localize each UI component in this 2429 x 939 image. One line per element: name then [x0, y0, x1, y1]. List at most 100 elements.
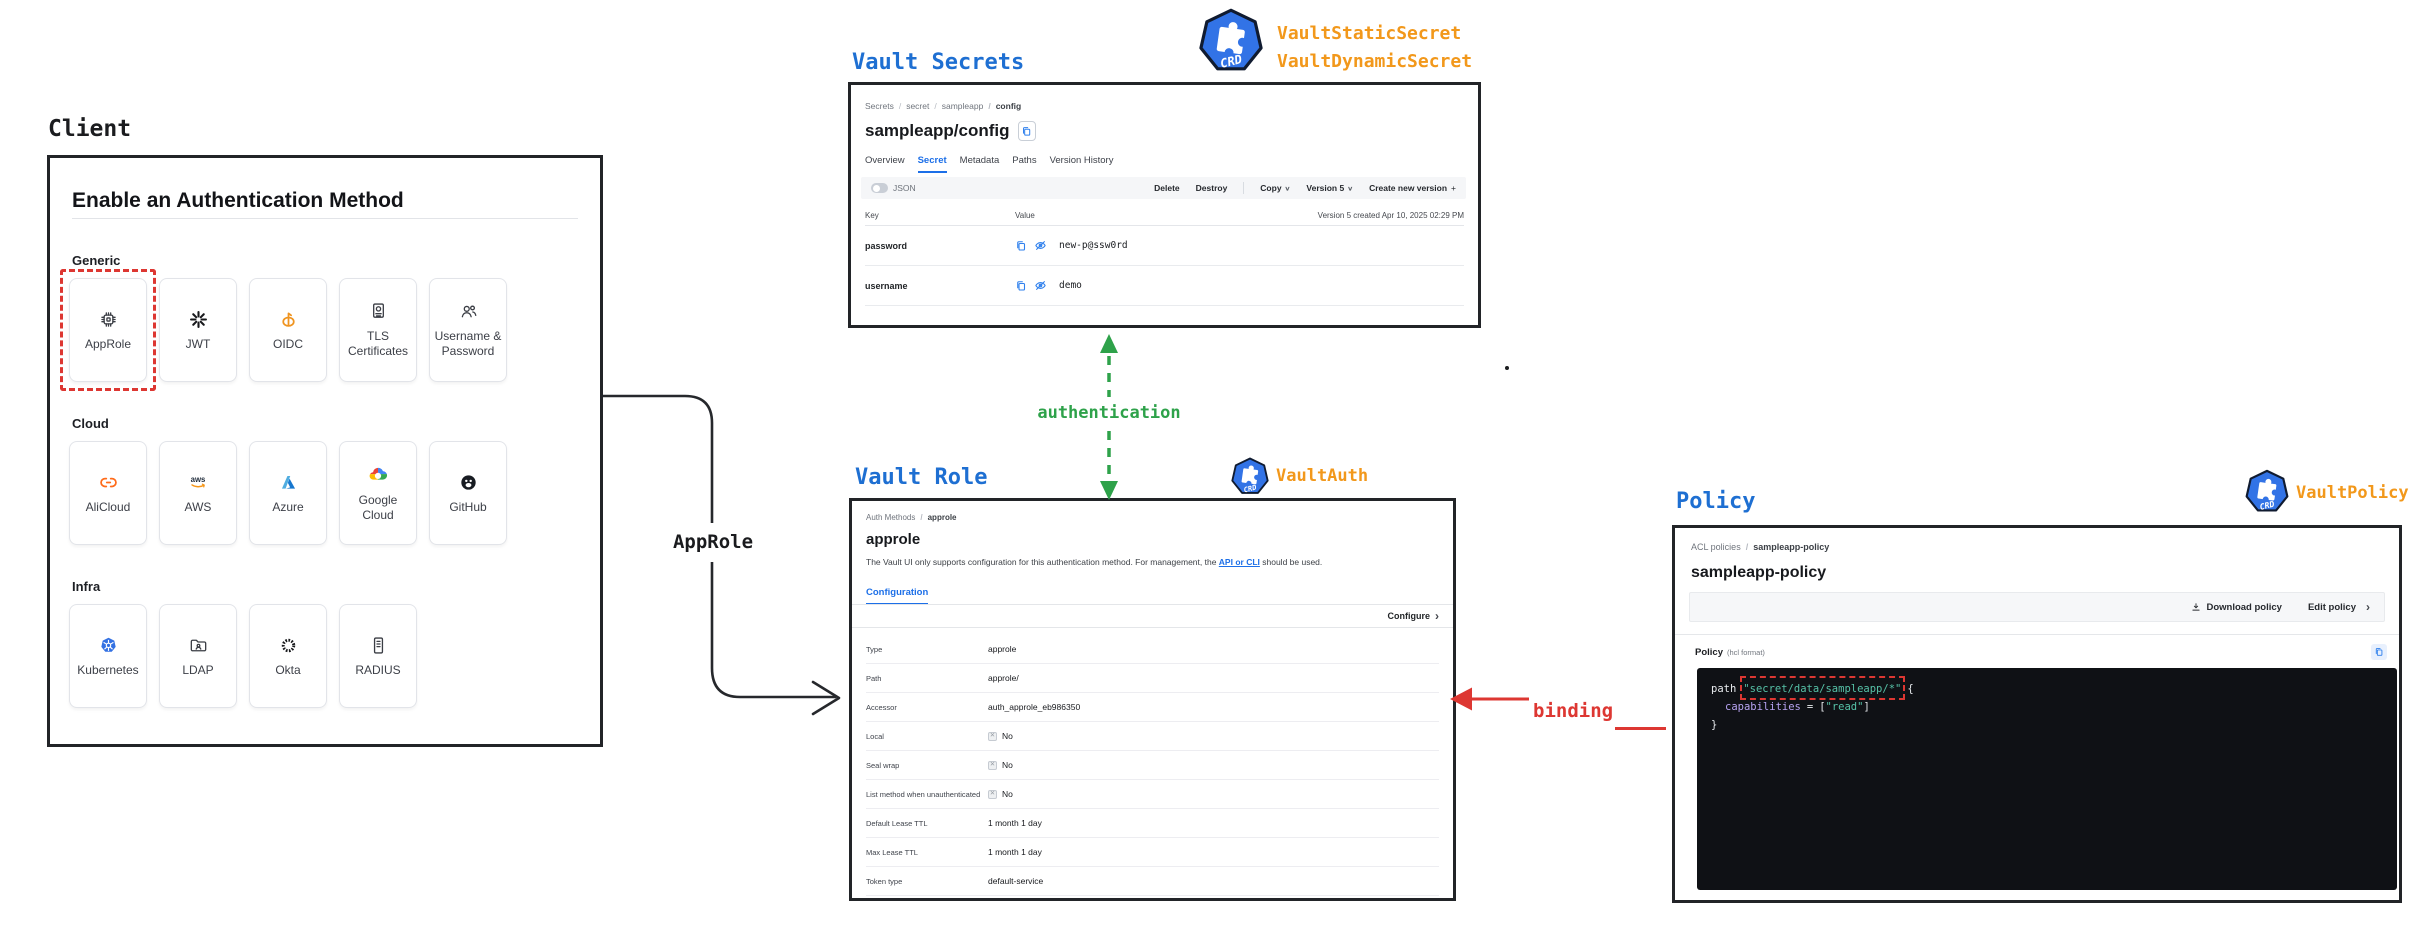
binding-arrow-label: binding [1533, 700, 1614, 722]
delete-button[interactable]: Delete [1154, 183, 1180, 193]
copy-path-button[interactable] [1017, 121, 1036, 141]
code-line: capabilities=["read"] [1725, 701, 1870, 713]
svg-text:CRD: CRD [1219, 52, 1244, 71]
tile-jwt[interactable]: JWT [159, 278, 237, 382]
copy-value-icon[interactable] [1015, 240, 1027, 252]
vault-policy-label: VaultPolicy [2296, 483, 2409, 503]
oidc-icon [281, 312, 295, 327]
code-line: } [1711, 719, 1718, 731]
json-toggle[interactable] [871, 183, 888, 193]
tls-certificate-icon [372, 303, 384, 318]
chevron-down-icon: ∨ [1347, 185, 1354, 192]
secrets-tabs: Overview Secret Metadata Paths Version H… [865, 155, 1113, 173]
tile-kubernetes[interactable]: Kubernetes [69, 604, 147, 708]
client-panel: Enable an Authentication Method Generic … [47, 155, 603, 747]
vault-auth-label: VaultAuth [1276, 466, 1369, 486]
tile-tls-certificates[interactable]: TLS Certificates [339, 278, 417, 382]
role-title: approle [866, 531, 921, 548]
policy-code-block: path"secret/data/sampleapp/*"{ capabilit… [1697, 668, 2397, 890]
vault-dynamic-secret-label: VaultDynamicSecret [1277, 51, 1473, 72]
breadcrumb-item[interactable]: Secrets [865, 101, 894, 111]
tile-ldap[interactable]: LDAP [159, 604, 237, 708]
authentication-arrow-label: authentication [1037, 403, 1181, 423]
edit-policy-button[interactable]: Edit policy › [2307, 600, 2370, 614]
tab-version-history[interactable]: Version History [1049, 155, 1114, 166]
json-toggle-label: JSON [893, 183, 916, 193]
breadcrumb-item[interactable]: ACL policies [1691, 542, 1741, 552]
crd-heptagon-icon: CRD [2245, 469, 2289, 512]
tile-aws[interactable]: aws AWS [159, 441, 237, 545]
api-or-cli-link[interactable]: API or CLI [1218, 557, 1260, 567]
cloud-tiles: AliCloud aws AWS Azure Google Cloud GitH… [69, 441, 600, 545]
kubernetes-icon [100, 637, 116, 652]
tile-label: AWS [184, 500, 212, 514]
tile-label: LDAP [182, 662, 214, 677]
tab-metadata[interactable]: Metadata [959, 155, 1000, 166]
tile-oidc[interactable]: OIDC [249, 278, 327, 382]
crd-badge-secrets: CRD [1197, 6, 1265, 79]
secrets-table-header: Key Value Version 5 created Apr 10, 2025… [865, 211, 1464, 226]
crd-badge-policy: CRD [2244, 468, 2290, 519]
copy-value-icon[interactable] [1015, 280, 1027, 292]
configure-link[interactable]: Configure [1387, 611, 1431, 621]
tile-label: Okta [275, 662, 301, 677]
copy-icon [2375, 648, 2383, 656]
destroy-button[interactable]: Destroy [1195, 183, 1228, 193]
vault-static-secret-label: VaultStaticSecret [1277, 23, 1462, 44]
svg-text:CRD: CRD [2259, 499, 2276, 512]
secret-key: username [865, 280, 908, 291]
copy-policy-button[interactable] [2371, 644, 2387, 660]
unchecked-icon [988, 789, 997, 799]
hide-value-icon[interactable] [1034, 279, 1047, 292]
tile-okta[interactable]: Okta [249, 604, 327, 708]
toolbar-divider [1243, 182, 1245, 194]
tile-label: RADIUS [355, 662, 401, 677]
auth-method-heading: Enable an Authentication Method [72, 190, 578, 219]
secret-value: demo [1059, 280, 1082, 291]
tile-approle[interactable]: AppRole [69, 278, 147, 382]
tab-secret[interactable]: Secret [917, 155, 947, 173]
tile-github[interactable]: GitHub [429, 441, 507, 545]
create-new-version-button[interactable]: Create new version [1369, 183, 1456, 193]
radius-server-icon [373, 636, 383, 654]
approle-chip-icon [100, 311, 116, 327]
svg-text:CRD: CRD [1243, 482, 1258, 494]
key-column-header: Key [865, 211, 879, 220]
secrets-table: password new-p@ssw0rd username demo [865, 226, 1464, 306]
section-label-generic: Generic [72, 253, 121, 268]
approle-highlight: AppRole [60, 269, 156, 391]
tile-label: Username & Password [434, 329, 502, 358]
users-icon [461, 305, 476, 318]
hcl-format-label: (hcl format) [1727, 647, 1765, 657]
breadcrumb-item[interactable]: sampleapp [929, 101, 984, 111]
stray-dot [1505, 366, 1509, 370]
client-diagram-label: Client [48, 116, 132, 142]
tab-overview[interactable]: Overview [865, 155, 905, 166]
policy-diagram-label: Policy [1676, 489, 1756, 514]
section-label-cloud: Cloud [72, 416, 109, 431]
infra-tiles: Kubernetes LDAP Okta RADIUS [69, 604, 600, 708]
azure-icon [281, 475, 295, 489]
download-policy-button[interactable]: Download policy [2191, 602, 2282, 613]
generic-tiles: AppRole JWT OIDC TLS Certificates Userna… [60, 269, 600, 391]
role-description: The Vault UI only supports configuration… [866, 557, 1323, 567]
tile-userpass[interactable]: Username & Password [429, 278, 507, 382]
tile-azure[interactable]: Azure [249, 441, 327, 545]
tab-paths[interactable]: Paths [1012, 155, 1037, 166]
copy-dropdown[interactable]: Copy∨ [1260, 183, 1291, 193]
policy-breadcrumb: ACL policies sampleapp-policy [1691, 542, 1829, 552]
version-dropdown[interactable]: Version 5∨ [1306, 183, 1354, 193]
breadcrumb-item[interactable]: Auth Methods [866, 513, 916, 522]
tile-google-cloud[interactable]: Google Cloud [339, 441, 417, 545]
ldap-folder-icon [190, 639, 206, 651]
tile-alicloud[interactable]: AliCloud [69, 441, 147, 545]
breadcrumb-item[interactable]: secret [894, 101, 929, 111]
crd-heptagon-icon: CRD [1199, 8, 1263, 71]
hide-value-icon[interactable] [1034, 239, 1047, 252]
tile-radius[interactable]: RADIUS [339, 604, 417, 708]
tab-configuration[interactable]: Configuration [866, 587, 929, 605]
